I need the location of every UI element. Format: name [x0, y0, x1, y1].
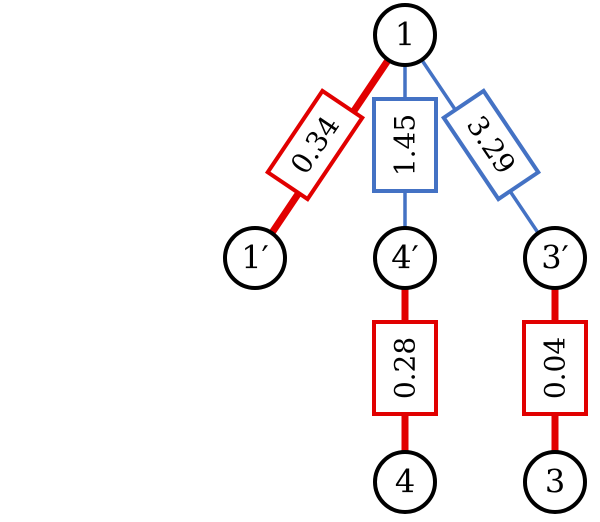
node-n3p: 3′	[523, 226, 587, 290]
edge-weight-label: 0.28	[372, 320, 438, 416]
edge-weight-box	[522, 320, 588, 416]
edge-weight-text: 0.28	[389, 337, 422, 399]
node-circle	[373, 450, 437, 514]
node-label: 3	[545, 463, 565, 501]
node-circle	[223, 226, 287, 290]
edge-weight-label: 0.04	[522, 320, 588, 416]
node-n1: 1	[373, 3, 437, 67]
edge-weight-label: 1.45	[372, 97, 438, 193]
node-label: 4	[395, 463, 415, 501]
node-label: 1′	[241, 239, 269, 277]
edge-weight-text: 1.45	[389, 114, 422, 176]
node-circle	[523, 450, 587, 514]
edge-labels-layer: 0.34 1.45 3.29 0.28 0.04	[264, 88, 588, 416]
node-label: 3′	[541, 239, 569, 277]
node-label: 4′	[391, 239, 419, 277]
edge-weight-label: 3.29	[440, 88, 542, 202]
node-label: 1	[395, 16, 415, 54]
node-n4p: 4′	[373, 226, 437, 290]
edge-weight-label: 0.34	[264, 88, 366, 202]
node-n1p: 1′	[223, 226, 287, 290]
node-circle	[523, 226, 587, 290]
edge-weight-box	[372, 320, 438, 416]
node-circle	[373, 3, 437, 67]
edge-weight-box	[372, 97, 438, 193]
node-n3: 3	[523, 450, 587, 514]
node-circle	[373, 226, 437, 290]
edge-weight-text: 0.04	[539, 337, 572, 399]
edge-weight-box	[440, 88, 542, 202]
nodes-layer: 1 1′ 4′ 3′ 4 3	[223, 3, 587, 514]
edge-weight-box	[264, 88, 366, 202]
node-n4: 4	[373, 450, 437, 514]
